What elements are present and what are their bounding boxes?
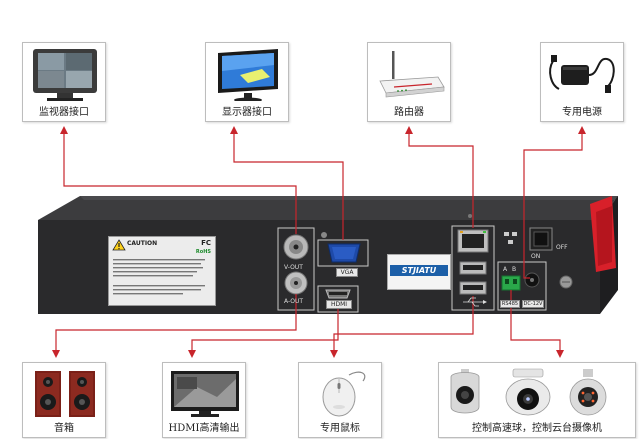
usb-port-2 xyxy=(459,281,487,295)
lcd-display-icon xyxy=(210,47,284,101)
hdmi-tv-icon xyxy=(167,367,241,417)
monitor-port-label: 监视器接口 xyxy=(39,107,89,118)
power-supply-label: 专用电源 xyxy=(562,107,602,118)
terminal-b-label: B xyxy=(512,266,517,273)
speaker-box: 音箱 xyxy=(22,362,106,438)
dc12v-label: DC-12V xyxy=(522,300,544,308)
usb-port-1 xyxy=(459,261,487,275)
speaker-label: 音箱 xyxy=(54,423,74,434)
display-port-box: 显示器接口 xyxy=(205,42,289,122)
hdmi-port xyxy=(325,289,351,299)
warning-icon xyxy=(112,239,126,251)
rs485-label: RS485 xyxy=(500,300,520,308)
hdmi-output-label: HDMI高清输出 xyxy=(168,423,240,434)
caution-label: CAUTION FC RoHS xyxy=(108,236,216,306)
v-out-label: V-OUT xyxy=(284,264,303,271)
a-out-label: A-OUT xyxy=(284,298,304,305)
lan-port xyxy=(457,229,489,253)
hdmi-label: HDMI xyxy=(326,300,352,309)
vga-label: VGA xyxy=(336,268,358,277)
crt-monitor-icon xyxy=(27,47,101,101)
mouse-icon xyxy=(303,367,377,417)
hdmi-output-box: HDMI高清输出 xyxy=(162,362,246,438)
power-adapter-icon xyxy=(545,47,619,101)
terminal-a-label: A xyxy=(503,266,508,273)
power-supply-box: 专用电源 xyxy=(540,42,624,122)
speaker-icon xyxy=(27,367,101,417)
router-icon xyxy=(372,47,446,101)
fc-mark: FC xyxy=(201,239,211,247)
router-label: 路由器 xyxy=(394,107,424,118)
vga-port xyxy=(327,243,361,263)
caution-fine-print xyxy=(113,259,205,295)
router-box: 路由器 xyxy=(367,42,451,122)
v-out-bnc-port xyxy=(283,234,309,260)
brand-logo: STJIATU xyxy=(390,265,448,276)
a-out-rca-port xyxy=(284,271,308,295)
mouse-label: 专用鼠标 xyxy=(320,423,360,434)
dc-power-jack xyxy=(524,272,540,288)
mouse-box: 专用鼠标 xyxy=(298,362,382,438)
brand-label: STJIATU xyxy=(387,254,451,290)
ptz-camera-icon xyxy=(443,367,631,417)
display-port-label: 显示器接口 xyxy=(222,107,272,118)
ptz-control-label: 控制高速球，控制云台摄像机 xyxy=(472,423,602,434)
rs485-terminal xyxy=(501,275,521,291)
rohs-mark: RoHS xyxy=(195,249,211,255)
monitor-port-box: 监视器接口 xyxy=(22,42,106,122)
on-label: ON xyxy=(531,253,541,260)
network-icon xyxy=(504,232,517,244)
power-switch xyxy=(529,227,553,251)
off-label: OFF xyxy=(556,244,568,251)
ptz-control-box: 控制高速球，控制云台摄像机 xyxy=(438,362,636,438)
caution-title: CAUTION xyxy=(127,240,158,247)
